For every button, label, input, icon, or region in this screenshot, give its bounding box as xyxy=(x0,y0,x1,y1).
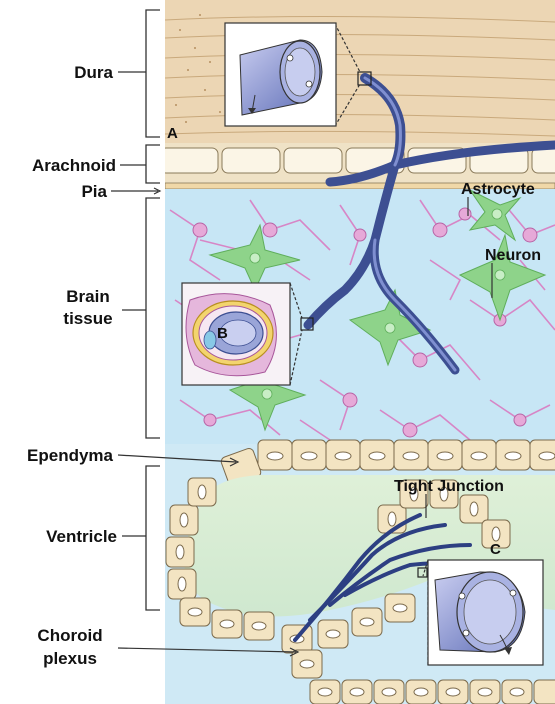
label-brain-tissue-1: Brain xyxy=(66,287,109,306)
label-brain-tissue-2: tissue xyxy=(63,309,112,328)
label-arachnoid: Arachnoid xyxy=(32,156,116,175)
inset-c xyxy=(418,560,543,665)
marker-b: B xyxy=(217,325,228,342)
marker-c: C xyxy=(490,541,501,558)
ependyma-nuclei xyxy=(267,452,555,460)
marker-a: A xyxy=(167,125,178,142)
label-astrocyte: Astrocyte xyxy=(461,181,535,198)
label-ependyma: Ependyma xyxy=(27,446,114,465)
label-choroid-plexus-1: Choroid xyxy=(37,626,102,645)
label-ventricle: Ventricle xyxy=(46,527,117,546)
layer-brackets xyxy=(146,10,160,610)
label-tight-junction: Tight Junction xyxy=(394,478,504,495)
label-pia: Pia xyxy=(81,182,107,201)
label-neuron: Neuron xyxy=(485,247,541,264)
label-choroid-plexus-2: plexus xyxy=(43,649,97,668)
label-dura: Dura xyxy=(74,63,113,82)
